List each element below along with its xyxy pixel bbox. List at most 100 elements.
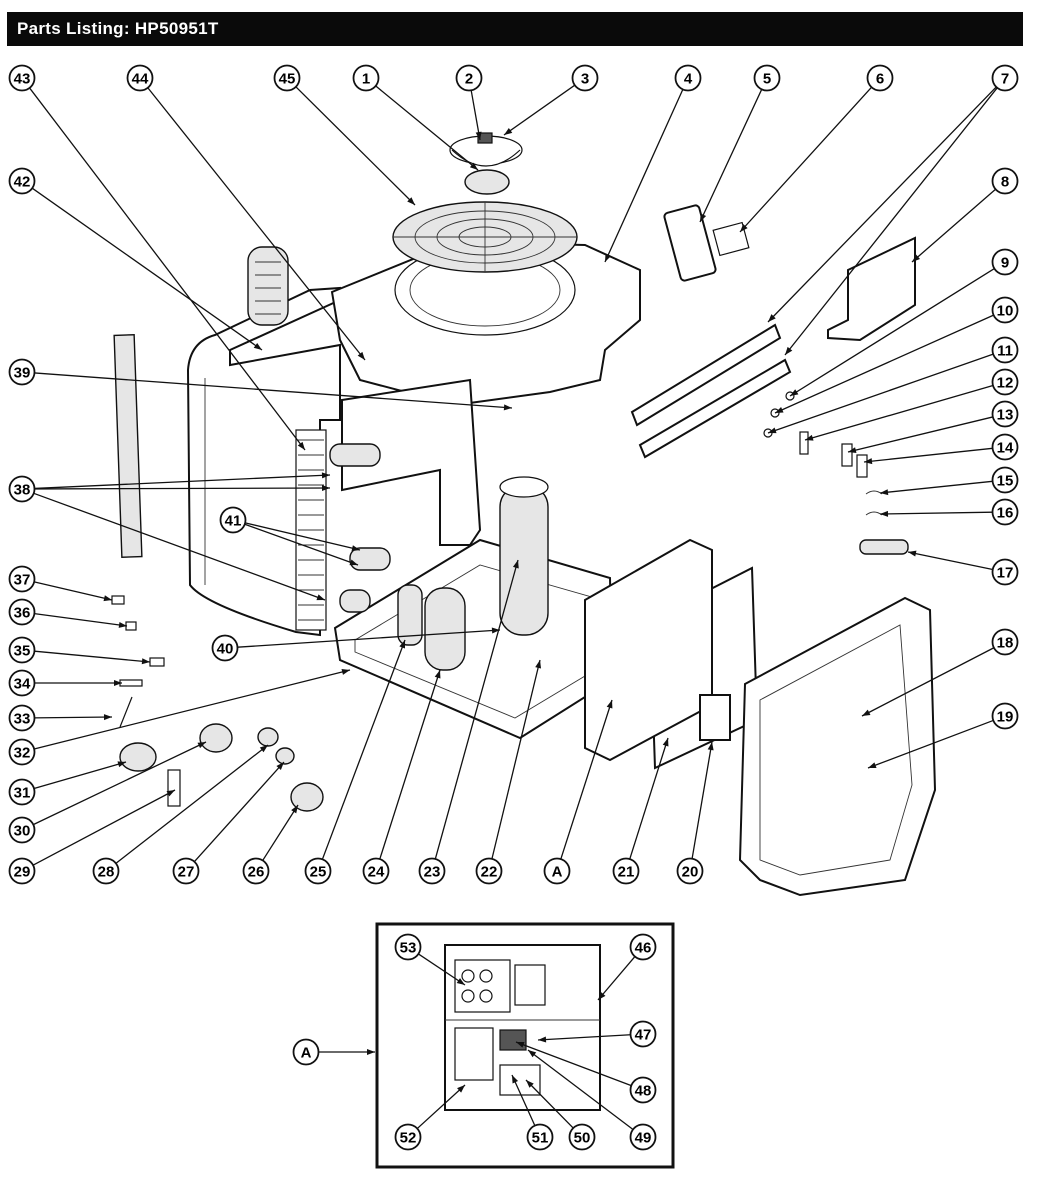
callout-circle — [455, 64, 483, 92]
callout-c34: 34 — [8, 669, 36, 697]
callout-circle — [8, 669, 36, 697]
callout-c26: 26 — [242, 857, 270, 885]
leader-line-c48 — [515, 1041, 632, 1087]
support-rails — [630, 323, 792, 459]
leader-arrow-c8 — [912, 254, 921, 262]
callout-label: 26 — [248, 864, 265, 881]
callout-label: 7 — [1001, 71, 1009, 88]
callout-label: 49 — [635, 1130, 652, 1147]
callout-circle — [629, 1123, 657, 1151]
callout-circle — [991, 628, 1019, 656]
callout-c36: 36 — [8, 598, 36, 626]
callout-label: 23 — [424, 864, 441, 881]
callout-label: 10 — [997, 303, 1014, 320]
leader-arrow-c6 — [740, 224, 748, 232]
leader-arrow-cA2 — [367, 1049, 375, 1055]
callout-circle — [991, 466, 1019, 494]
callout-label: 34 — [14, 676, 31, 693]
callout-c6: 6 — [866, 64, 894, 92]
callout-label: 18 — [997, 635, 1014, 652]
callout-circle — [8, 598, 36, 626]
page-title: Parts Listing: HP50951T — [17, 19, 219, 38]
callout-label: 22 — [481, 864, 498, 881]
callout-c5: 5 — [753, 64, 781, 92]
callout-label: 16 — [997, 505, 1014, 522]
callout-circle — [543, 857, 571, 885]
loose-parts — [111, 595, 324, 812]
leader-line-c32 — [33, 669, 351, 750]
leader-arrow-c40 — [491, 627, 500, 634]
leader-arrow-c7 — [785, 346, 793, 355]
callout-label: 9 — [1001, 255, 1009, 272]
leader-arrow-c7 — [768, 314, 776, 322]
callout-label: 14 — [997, 440, 1014, 457]
callout-label: 28 — [98, 864, 115, 881]
side-bracket — [113, 333, 143, 559]
callout-circle — [991, 336, 1019, 364]
callout-circle — [8, 636, 36, 664]
leader-arrow-c41 — [351, 545, 360, 552]
leader-arrow-c2 — [475, 131, 482, 140]
callout-label: 50 — [574, 1130, 591, 1147]
leader-arrow-c48 — [516, 1042, 525, 1048]
callout-label: 17 — [997, 565, 1014, 582]
callout-circle — [172, 857, 200, 885]
callout-c17: 17 — [991, 558, 1019, 586]
leader-line-c5 — [699, 89, 763, 223]
callout-c30: 30 — [8, 816, 36, 844]
leader-line-c23 — [434, 559, 519, 860]
leader-line-c52 — [416, 1084, 466, 1130]
leader-line-c20 — [691, 741, 713, 859]
callout-label: 39 — [14, 365, 31, 382]
callout-circle — [674, 64, 702, 92]
callout-c25: 25 — [304, 857, 332, 885]
callout-circle — [991, 702, 1019, 730]
callout-c42: 42 — [8, 167, 36, 195]
leader-line-c22 — [491, 659, 541, 860]
callout-label: 13 — [997, 407, 1014, 424]
fan-guard — [392, 201, 578, 273]
callout-label: 37 — [14, 572, 31, 589]
detail-a-electrical-panel — [444, 944, 601, 1111]
callout-label: 6 — [876, 71, 884, 88]
leader-line-c47 — [537, 1034, 631, 1041]
leader-line-c10 — [774, 314, 994, 414]
leader-line-c11 — [767, 353, 994, 434]
callout-c45: 45 — [273, 64, 301, 92]
leader-line-c18 — [861, 647, 995, 717]
compressor — [397, 584, 466, 671]
callout-circle — [991, 498, 1019, 526]
leader-arrow-c38 — [316, 594, 325, 601]
leader-line-c8 — [911, 188, 997, 263]
callout-label: 40 — [217, 641, 234, 658]
callout-circle — [8, 778, 36, 806]
callout-c21: 21 — [612, 857, 640, 885]
leader-line-cA1 — [560, 699, 613, 860]
callout-label: 15 — [997, 473, 1014, 490]
leader-line-c2 — [470, 90, 481, 141]
callout-label: 12 — [997, 375, 1014, 392]
leader-arrow-c12 — [805, 434, 814, 441]
leader-lines — [29, 84, 998, 1130]
callout-circle — [8, 475, 36, 503]
callout-c11: 11 — [991, 336, 1019, 364]
callout-circle — [219, 506, 247, 534]
callout-cA2: A — [292, 1038, 320, 1066]
callout-circle — [571, 64, 599, 92]
leader-line-c14 — [863, 447, 993, 463]
leader-arrow-c38 — [321, 472, 330, 479]
leader-line-c51 — [511, 1074, 536, 1126]
leader-line-c44 — [147, 87, 366, 361]
callout-label: 32 — [14, 745, 31, 762]
leader-line-c3 — [503, 84, 576, 136]
leader-arrow-c21 — [662, 738, 669, 747]
callout-c31: 31 — [8, 778, 36, 806]
callout-c23: 23 — [418, 857, 446, 885]
leader-line-c45 — [295, 86, 416, 206]
callout-label: 47 — [635, 1027, 652, 1044]
leader-line-c17 — [907, 551, 993, 571]
callout-label: 46 — [635, 940, 652, 957]
leader-line-c9 — [789, 268, 995, 397]
leader-line-c28 — [115, 744, 269, 864]
control-display — [663, 204, 750, 282]
